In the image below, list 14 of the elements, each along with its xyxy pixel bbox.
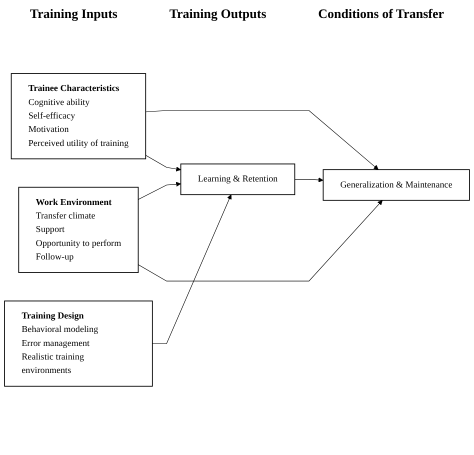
column-heading: Conditions of Transfer xyxy=(318,6,444,22)
arrow xyxy=(145,154,182,172)
arrow xyxy=(138,200,383,281)
arrow xyxy=(145,110,379,170)
node-box: Generalization & Maintenance xyxy=(322,168,470,200)
arrow xyxy=(138,181,182,200)
node-box: Trainee Characteristics Cognitive ability Self-efficacy Motivation Perceived utility of training xyxy=(10,72,146,159)
arrow xyxy=(152,194,232,344)
arrow xyxy=(294,177,324,182)
node-box: Training Design Behavioral modeling Error management Realistic training environments xyxy=(4,300,153,386)
node-box: Work Environment Transfer climate Support Opportunity to perform Follow-up xyxy=(18,186,139,273)
node-box: Learning & Retention xyxy=(180,163,296,195)
column-heading: Training Inputs xyxy=(30,6,118,22)
column-heading: Training Outputs xyxy=(169,6,266,22)
